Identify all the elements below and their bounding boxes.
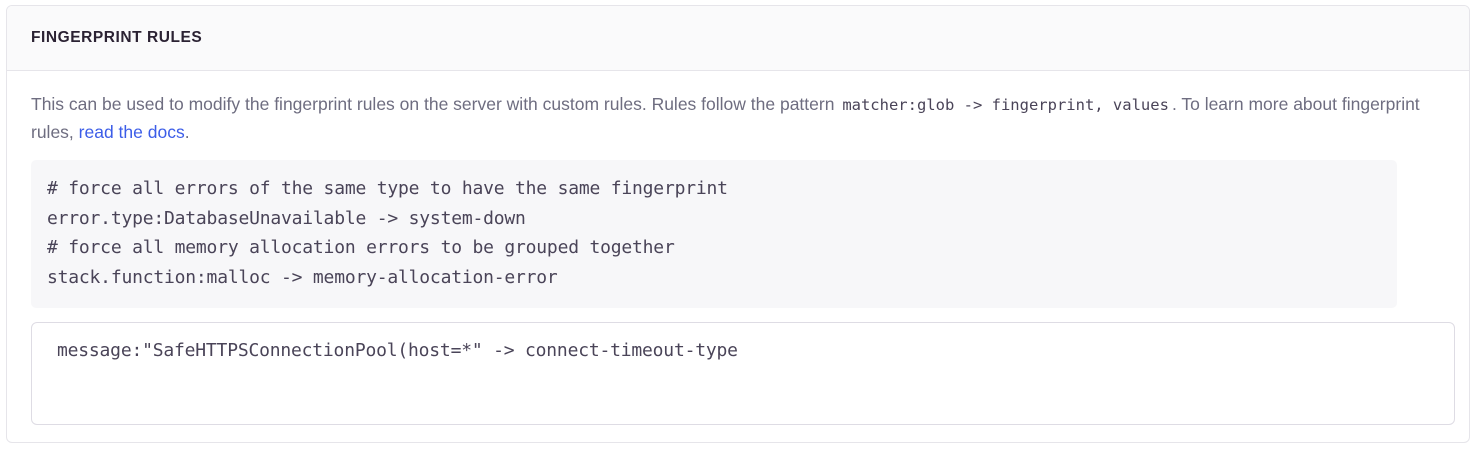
panel-description: This can be used to modify the fingerpri…: [31, 91, 1431, 146]
description-trailing-period: .: [184, 122, 190, 142]
example-rules-code-block: # force all errors of the same type to h…: [31, 160, 1397, 308]
description-text-before-code: This can be used to modify the fingerpri…: [31, 94, 840, 114]
page-title: Fingerprint Rules: [31, 29, 203, 47]
example-rules-code: # force all errors of the same type to h…: [47, 178, 728, 288]
fingerprint-rules-input[interactable]: [31, 322, 1455, 425]
description-text-after-code: . To learn more about fingerprint rules,: [31, 94, 1420, 142]
read-the-docs-link[interactable]: read the docs: [78, 122, 185, 142]
fingerprint-rules-panel: Fingerprint Rules This can be used to mo…: [6, 5, 1470, 443]
panel-body: This can be used to modify the fingerpri…: [7, 71, 1469, 425]
panel-header: Fingerprint Rules: [7, 6, 1469, 71]
inline-code-pattern: matcher:glob -> fingerprint, values: [842, 96, 1169, 114]
